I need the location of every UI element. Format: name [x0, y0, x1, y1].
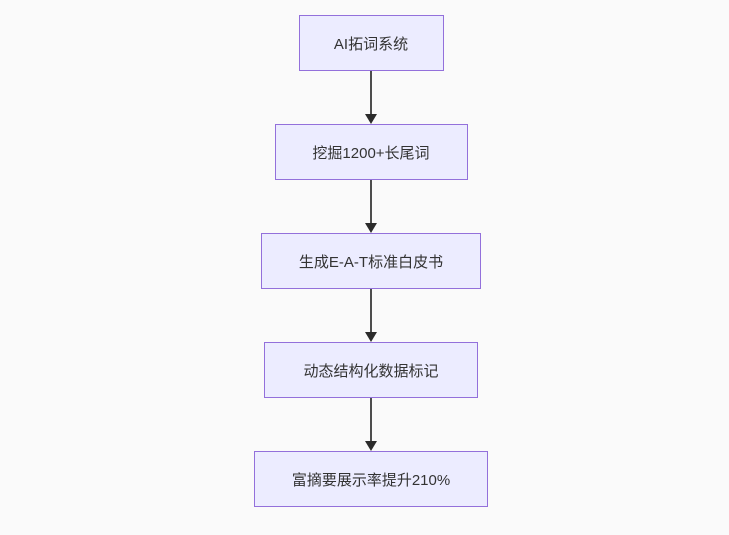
arrow-shaft — [370, 289, 372, 333]
arrowhead-icon — [365, 332, 377, 342]
flow-node-eat-whitepaper: 生成E-A-T标准白皮书 — [261, 233, 481, 289]
arrowhead-icon — [365, 441, 377, 451]
arrow-down-icon — [365, 180, 377, 233]
arrow-down-icon — [365, 71, 377, 124]
flow-node-ai-keyword-system: AI拓词系统 — [298, 15, 444, 71]
flow-node-longtail-keywords: 挖掘1200+长尾词 — [274, 124, 468, 180]
arrowhead-icon — [365, 114, 377, 124]
arrow-down-icon — [365, 398, 377, 451]
arrow-down-icon — [365, 289, 377, 342]
arrow-shaft — [370, 398, 372, 442]
arrow-shaft — [370, 71, 372, 115]
flowchart: AI拓词系统 挖掘1200+长尾词 生成E-A-T标准白皮书 动态结构化数据标记… — [254, 15, 488, 507]
arrowhead-icon — [365, 223, 377, 233]
flow-node-rich-snippet-rate: 富摘要展示率提升210% — [254, 451, 488, 507]
flow-node-structured-data-markup: 动态结构化数据标记 — [264, 342, 478, 398]
arrow-shaft — [370, 180, 372, 224]
